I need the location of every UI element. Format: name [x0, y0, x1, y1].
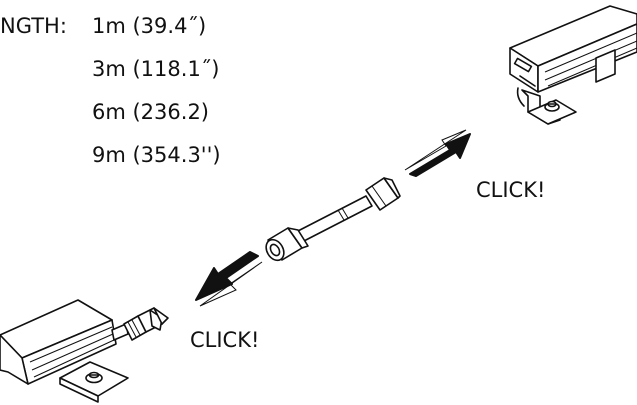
- arrow-to-right-unit: [404, 129, 471, 177]
- led-bar-unit-left: [0, 299, 169, 403]
- length-option-9m: 9m (354.3''): [92, 143, 221, 167]
- click-label-right: CLICK!: [476, 178, 546, 202]
- length-option-1m: 1m (39.4˝): [92, 14, 207, 38]
- arrow-to-left-unit: [195, 251, 263, 307]
- led-bar-unit-right: [509, 5, 637, 125]
- length-heading: NGTH:: [0, 14, 67, 38]
- length-option-6m: 6m (236.2): [92, 100, 209, 124]
- length-option-3m: 3m (118.1˝): [92, 57, 220, 81]
- extension-cable: [265, 177, 401, 262]
- click-label-left: CLICK!: [190, 328, 260, 352]
